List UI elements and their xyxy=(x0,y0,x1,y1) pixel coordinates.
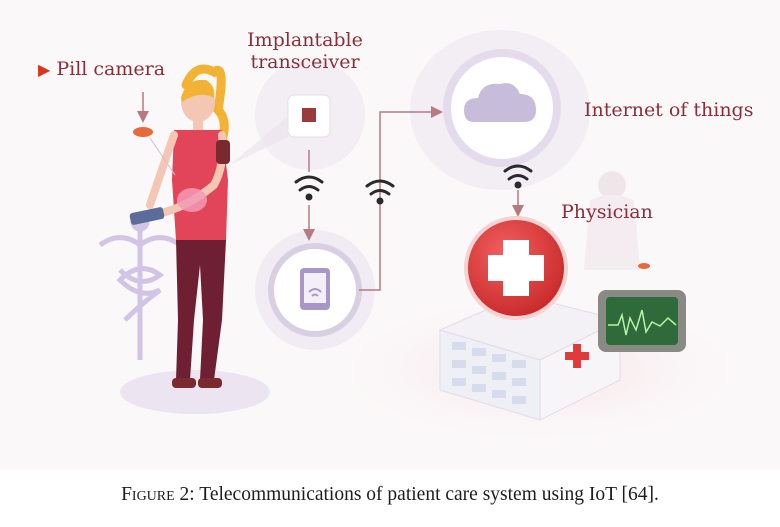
pill-camera-text: Pill camera xyxy=(56,58,166,80)
pill-capsule-icon xyxy=(133,127,153,137)
pill-camera-label: ▶ Pill camera xyxy=(38,58,165,81)
wifi-signal-icon-2 xyxy=(365,179,395,205)
caption-prefix: Figure 2: xyxy=(121,484,195,505)
physician-silhouette xyxy=(584,171,640,270)
hospital-cross-icon xyxy=(565,344,589,368)
ecg-wave xyxy=(608,309,677,336)
figure-caption: Figure 2: Telecommunications of patient … xyxy=(0,484,780,506)
wifi-signal-icon xyxy=(294,175,324,201)
pill-pointer-line xyxy=(149,137,176,176)
wifi-signal-icon-3 xyxy=(503,164,533,189)
cloud-icon xyxy=(464,83,536,122)
illustration-canvas xyxy=(98,49,760,450)
internet-of-things-label: Internet of things xyxy=(584,99,754,121)
play-marker-icon: ▶ xyxy=(38,60,51,79)
transceiver-line: transceiver xyxy=(250,51,360,73)
caption-text: Telecommunications of patient care syste… xyxy=(199,484,659,505)
medical-cross-icon xyxy=(488,240,544,296)
implantable-transceiver-label: Implantable transceiver xyxy=(240,29,370,73)
patient-figure xyxy=(129,64,230,388)
physician-label: Physician xyxy=(561,201,653,223)
transceiver-beam xyxy=(230,116,288,165)
physician-pill-icon xyxy=(638,263,650,269)
iot-patient-care-illustration: ▶ Pill camera Implantable transceiver In… xyxy=(38,29,760,450)
transceiver-chip-core xyxy=(302,108,316,122)
caduceus-icon xyxy=(98,212,182,360)
ecg-monitor-screen xyxy=(606,297,678,345)
implantable-line: Implantable xyxy=(247,29,363,51)
patient-platform xyxy=(120,370,270,414)
